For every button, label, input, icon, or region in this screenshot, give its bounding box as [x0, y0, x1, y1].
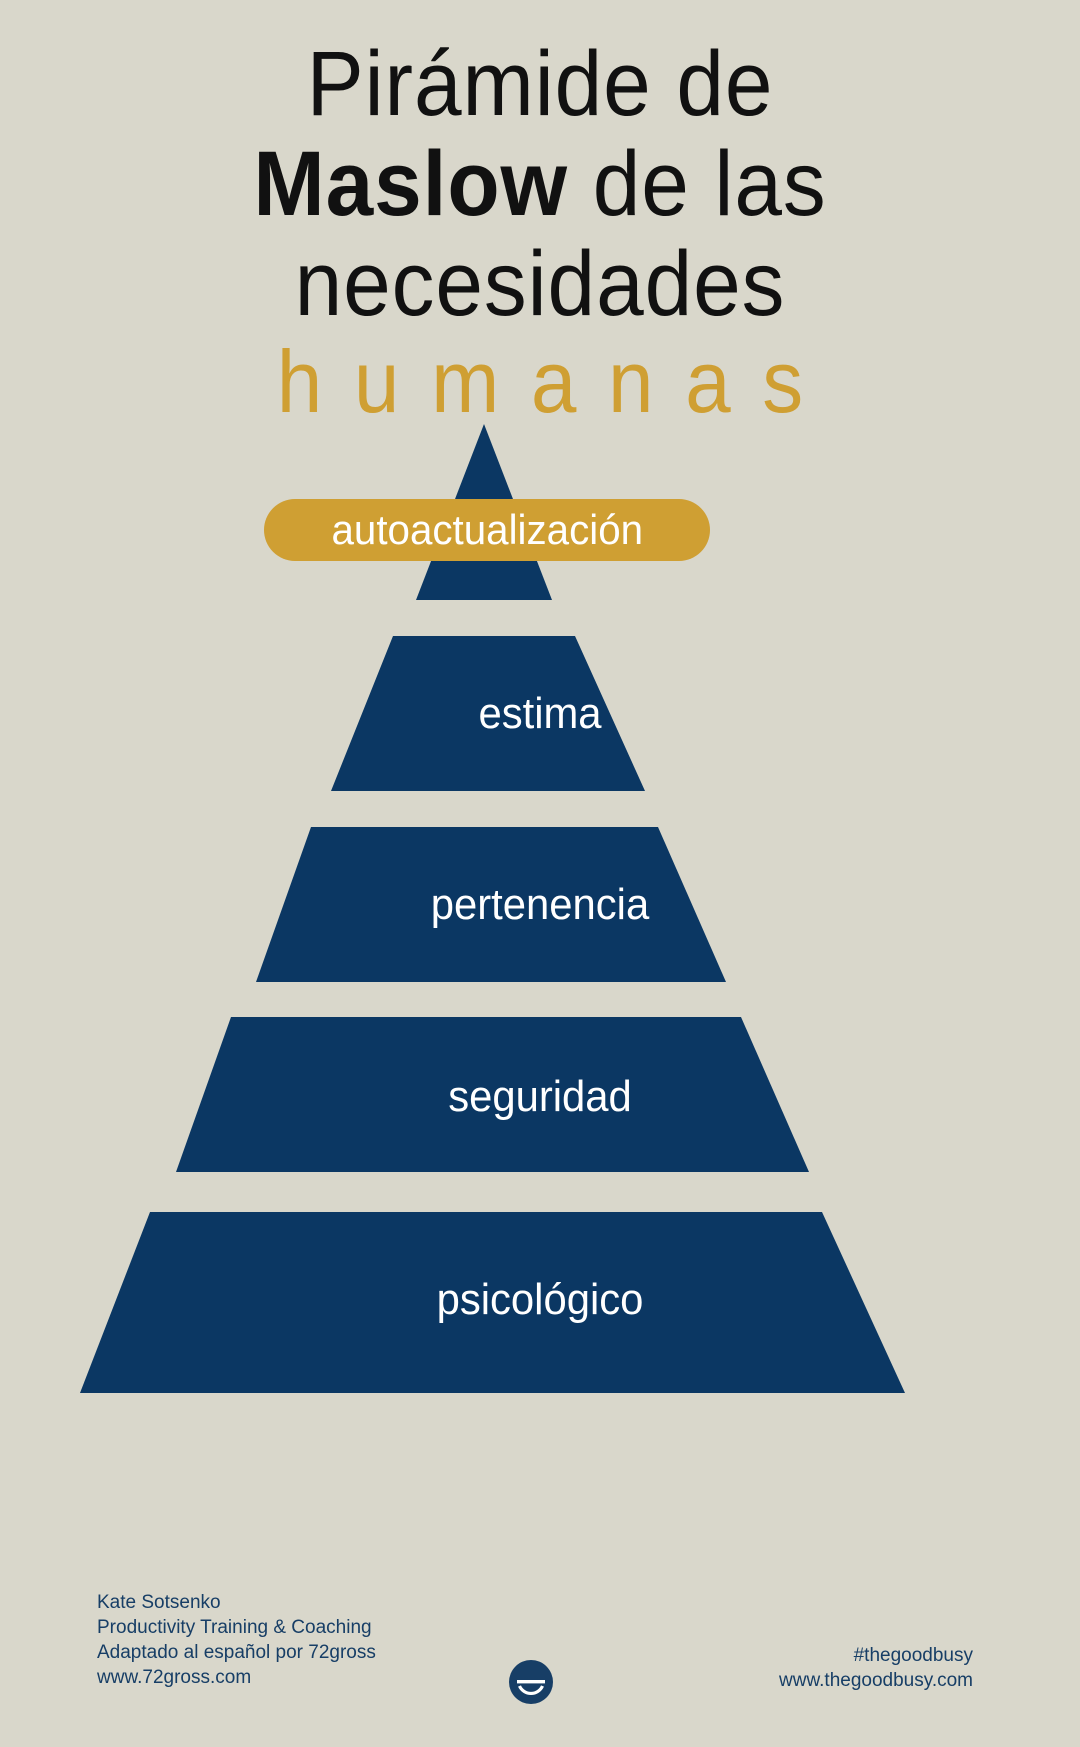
footer-translation-credit: Adaptado al español por 72gross [97, 1642, 376, 1663]
footer-translator-url[interactable]: www.72gross.com [97, 1667, 252, 1688]
pyramid-tier-autoactualizacion-label: autoactualización [331, 506, 643, 553]
pyramid-tier-seguridad-label: seguridad [448, 1072, 632, 1121]
thegoodbusy-circle-logo-icon [508, 1659, 554, 1705]
footer-author-role: Productivity Training & Coaching [97, 1617, 372, 1638]
pyramid-tier-estima-label: estima [478, 689, 602, 738]
page-title: Pirámide de Maslow de las necesidades hu… [0, 38, 1080, 426]
title-line-2-rest: de las [568, 133, 827, 235]
title-line-1: Pirámide de [306, 33, 774, 135]
footer-credits-right: #thegoodbusy www.thegoodbusy.com [779, 1643, 973, 1693]
title-line-4-accent: humanas [276, 332, 835, 431]
footer-author-name: Kate Sotsenko [97, 1592, 221, 1613]
title-line-3: necesidades [294, 233, 786, 335]
title-line-2: Maslow de las [38, 138, 1042, 230]
pyramid-tier-autoactualizacion[interactable]: autoactualización [264, 499, 710, 561]
footer-website-url[interactable]: www.thegoodbusy.com [779, 1670, 973, 1691]
pyramid-tier-pertenencia-label: pertenencia [430, 880, 650, 929]
footer: Kate Sotsenko Productivity Training & Co… [0, 1590, 1080, 1747]
pyramid-tier-psicologico-label: psicológico [436, 1275, 644, 1324]
footer-credits-left: Kate Sotsenko Productivity Training & Co… [97, 1590, 376, 1690]
title-maslow-word: Maslow [253, 133, 569, 235]
footer-hashtag[interactable]: #thegoodbusy [853, 1645, 973, 1666]
